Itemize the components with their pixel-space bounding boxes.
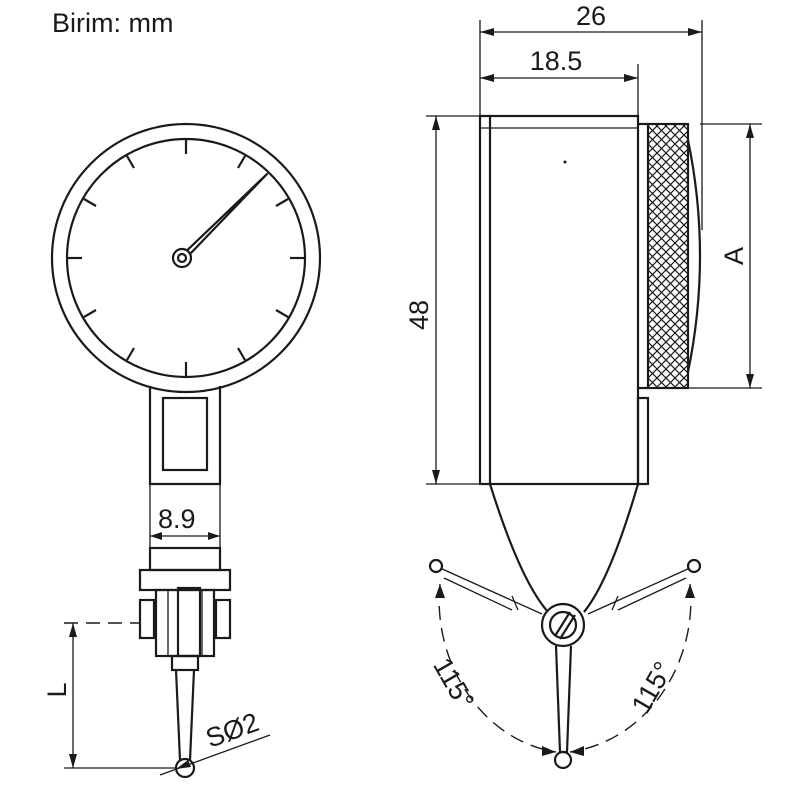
front-view: 8.9 L [42, 122, 322, 779]
unit-label: Birim: mm [52, 8, 173, 38]
stem-width-dimension: 8.9 [149, 484, 221, 548]
height-dimension: 48 [404, 115, 480, 485]
overall-depth-label: 26 [576, 1, 606, 31]
knob-height-label: A [719, 247, 749, 265]
ball-diameter-label: SØ2 [202, 707, 263, 754]
knurled-knob [638, 122, 702, 390]
side-nose [488, 483, 640, 613]
swing-angle-right-label: 115° [626, 657, 679, 719]
body-depth-label: 18.5 [530, 46, 583, 76]
indicator-neck [148, 386, 222, 486]
swing-arcs [435, 583, 695, 756]
pivot-screw [540, 602, 586, 648]
overall-depth-dimension: 26 [479, 1, 703, 230]
stem-width-label: 8.9 [158, 504, 196, 534]
stylus-swing-left [428, 558, 543, 615]
side-stylus [553, 645, 573, 770]
side-body [478, 114, 650, 486]
dial-scale-ticks [68, 140, 304, 376]
knob-height-dimension: A [688, 123, 762, 389]
stylus-length-label: L [42, 682, 72, 697]
side-view: 26 18.5 48 A [404, 1, 762, 770]
body-depth-dimension: 18.5 [480, 46, 639, 116]
dial-face [65, 137, 307, 379]
stylus-swing-right [587, 558, 702, 615]
dial-pointer [171, 172, 269, 269]
stylus-length-dimension: L [42, 622, 176, 769]
swing-angle-left-label: 115° [427, 653, 480, 715]
height-label: 48 [404, 300, 434, 330]
dial-bezel [50, 122, 322, 394]
indicator-lower-body [138, 546, 232, 672]
contact-stylus [174, 669, 196, 779]
